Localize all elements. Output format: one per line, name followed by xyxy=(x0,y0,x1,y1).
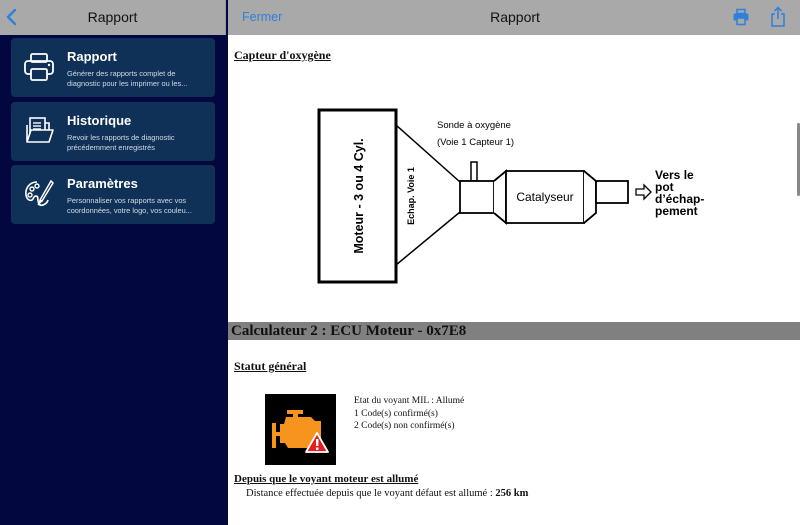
exhaust-label: Echap. Voie 1 xyxy=(406,167,416,225)
exhaust-manifold-top xyxy=(395,124,461,183)
share-icon xyxy=(771,6,785,27)
sensor-label-line1: Sonde à oxygène xyxy=(437,120,511,131)
sidebar-title: Rapport xyxy=(87,9,138,25)
close-button[interactable]: Fermer xyxy=(242,10,283,24)
back-button[interactable] xyxy=(4,7,20,27)
chevron-left-icon xyxy=(6,8,17,26)
outlet-label-line1: Vers le xyxy=(655,168,694,182)
sensor-label-line2: (Voie 1 Capteur 1) xyxy=(437,137,514,148)
catalyst-outlet-cone xyxy=(583,170,597,224)
sidebar-item-parametres[interactable]: Paramètres Personnaliser vos rapports av… xyxy=(11,165,215,224)
mil-status: Etat du voyant MIL : Allumé xyxy=(354,396,465,406)
outlet-label-line3: d’échap- xyxy=(655,192,704,206)
print-button[interactable] xyxy=(732,8,750,26)
distance-value: 256 km xyxy=(495,488,529,499)
report-content[interactable]: Capteur d'oxygène Moteur - 3 ou 4 Cyl. E… xyxy=(228,35,800,525)
catalyst-body xyxy=(505,170,585,224)
status-list: Etat du voyant MIL : Allumé 1 Code(s) co… xyxy=(354,395,464,433)
printer-icon xyxy=(24,53,54,81)
outlet-arrow-icon xyxy=(635,183,652,201)
vertical-scrollbar[interactable] xyxy=(797,123,800,196)
distance-line: Distance effectuée depuis que le voyant … xyxy=(246,488,528,499)
folder-documents-icon xyxy=(26,117,54,143)
tail-pipe xyxy=(595,180,629,204)
outlet-label-line4: pement xyxy=(655,204,698,218)
ecu-section-title: Calculateur 2 : ECU Moteur - 0x7E8 xyxy=(228,322,800,340)
printer-icon xyxy=(733,8,749,26)
report-title: Rapport xyxy=(490,9,540,25)
since-mil-heading: Depuis que le voyant moteur est allumé xyxy=(234,473,419,485)
report-header: Fermer Rapport xyxy=(228,0,800,35)
distance-label: Distance effectuée depuis que le voyant … xyxy=(246,488,496,499)
sidebar-item-title: Historique xyxy=(67,113,132,128)
sidebar-item-description: Personnaliser vos rapports avec vos coor… xyxy=(67,196,192,215)
sidebar-item-title: Rapport xyxy=(67,49,117,64)
sensor-pipe xyxy=(459,180,495,214)
pending-codes: 2 Code(s) non confirmé(s) xyxy=(354,421,455,431)
sidebar-header: Rapport xyxy=(0,0,226,35)
catalyst-label: Catalyseur xyxy=(516,190,573,204)
sidebar-item-rapport[interactable]: Rapport Générer des rapports complet de … xyxy=(11,38,215,97)
catalyst-inlet-cone xyxy=(493,169,507,225)
sidebar: Rapport Rapport Générer des rapports com… xyxy=(0,0,226,525)
report-panel: Fermer Rapport Capteur d'oxygène Moteur … xyxy=(226,0,800,525)
engine-label: Moteur - 3 ou 4 Cyl. xyxy=(352,138,366,253)
sidebar-item-description: Générer des rapports complet de diagnost… xyxy=(67,69,188,88)
sidebar-item-historique[interactable]: Historique Revoir les rapports de diagno… xyxy=(11,102,215,161)
status-heading: Statut général xyxy=(234,359,307,373)
mil-indicator xyxy=(265,394,336,465)
share-button[interactable] xyxy=(770,6,786,28)
sidebar-item-description: Revoir les rapports de diagnostic précéd… xyxy=(67,133,175,152)
exhaust-manifold-bottom xyxy=(395,211,461,266)
oxygen-sensor-heading: Capteur d'oxygène xyxy=(234,48,331,62)
sidebar-item-title: Paramètres xyxy=(67,176,138,191)
engine-block xyxy=(317,108,398,284)
oxygen-sensor-probe xyxy=(470,161,478,182)
confirmed-codes: 1 Code(s) confirmé(s) xyxy=(354,408,438,419)
outlet-label-line2: pot xyxy=(655,180,674,194)
oxygen-sensor-diagram: Moteur - 3 ou 4 Cyl. Echap. Voie 1 Sonde… xyxy=(317,108,704,284)
palette-icon xyxy=(25,179,54,207)
check-engine-warning-icon xyxy=(272,410,329,453)
